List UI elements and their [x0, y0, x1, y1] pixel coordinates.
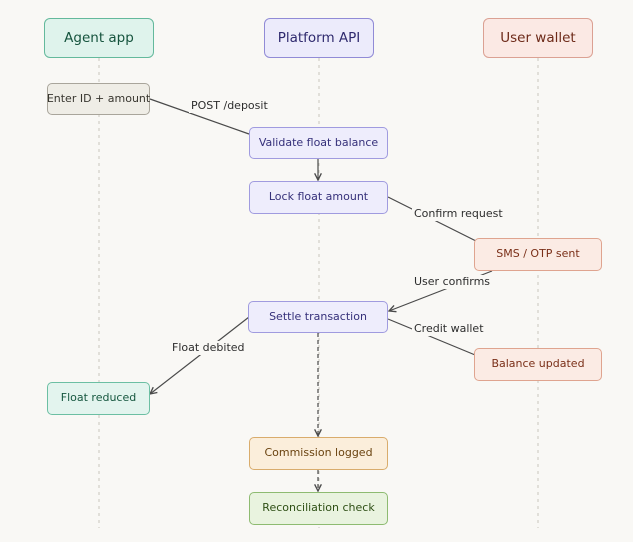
node-reconciliation-check: Reconciliation check: [249, 492, 388, 525]
node-float-reduced: Float reduced: [47, 382, 150, 415]
lane-header-user-wallet: User wallet: [483, 18, 593, 58]
edge-label-credit-wallet: Credit wallet: [412, 322, 486, 336]
node-commission-logged: Commission logged: [249, 437, 388, 470]
edge-label-post-deposit: POST /deposit: [189, 99, 270, 113]
node-validate-float-balance: Validate float balance: [249, 127, 388, 159]
node-sms-otp-sent: SMS / OTP sent: [474, 238, 602, 271]
lane-header-platform-api: Platform API: [264, 18, 374, 58]
edge-float-debited: [150, 316, 250, 394]
node-settle-transaction: Settle transaction: [248, 301, 388, 333]
edge-label-user-confirms: User confirms: [412, 275, 493, 289]
edge-post-deposit: [149, 98, 250, 135]
node-enter-id-amount: Enter ID + amount: [47, 83, 150, 115]
node-lock-float-amount: Lock float amount: [249, 181, 388, 214]
node-balance-updated: Balance updated: [474, 348, 602, 381]
edge-label-confirm-request: Confirm request: [412, 207, 505, 221]
edge-credit-wallet: [387, 318, 481, 358]
lane-header-agent-app: Agent app: [44, 18, 154, 58]
edge-label-float-debited: Float debited: [170, 341, 247, 355]
